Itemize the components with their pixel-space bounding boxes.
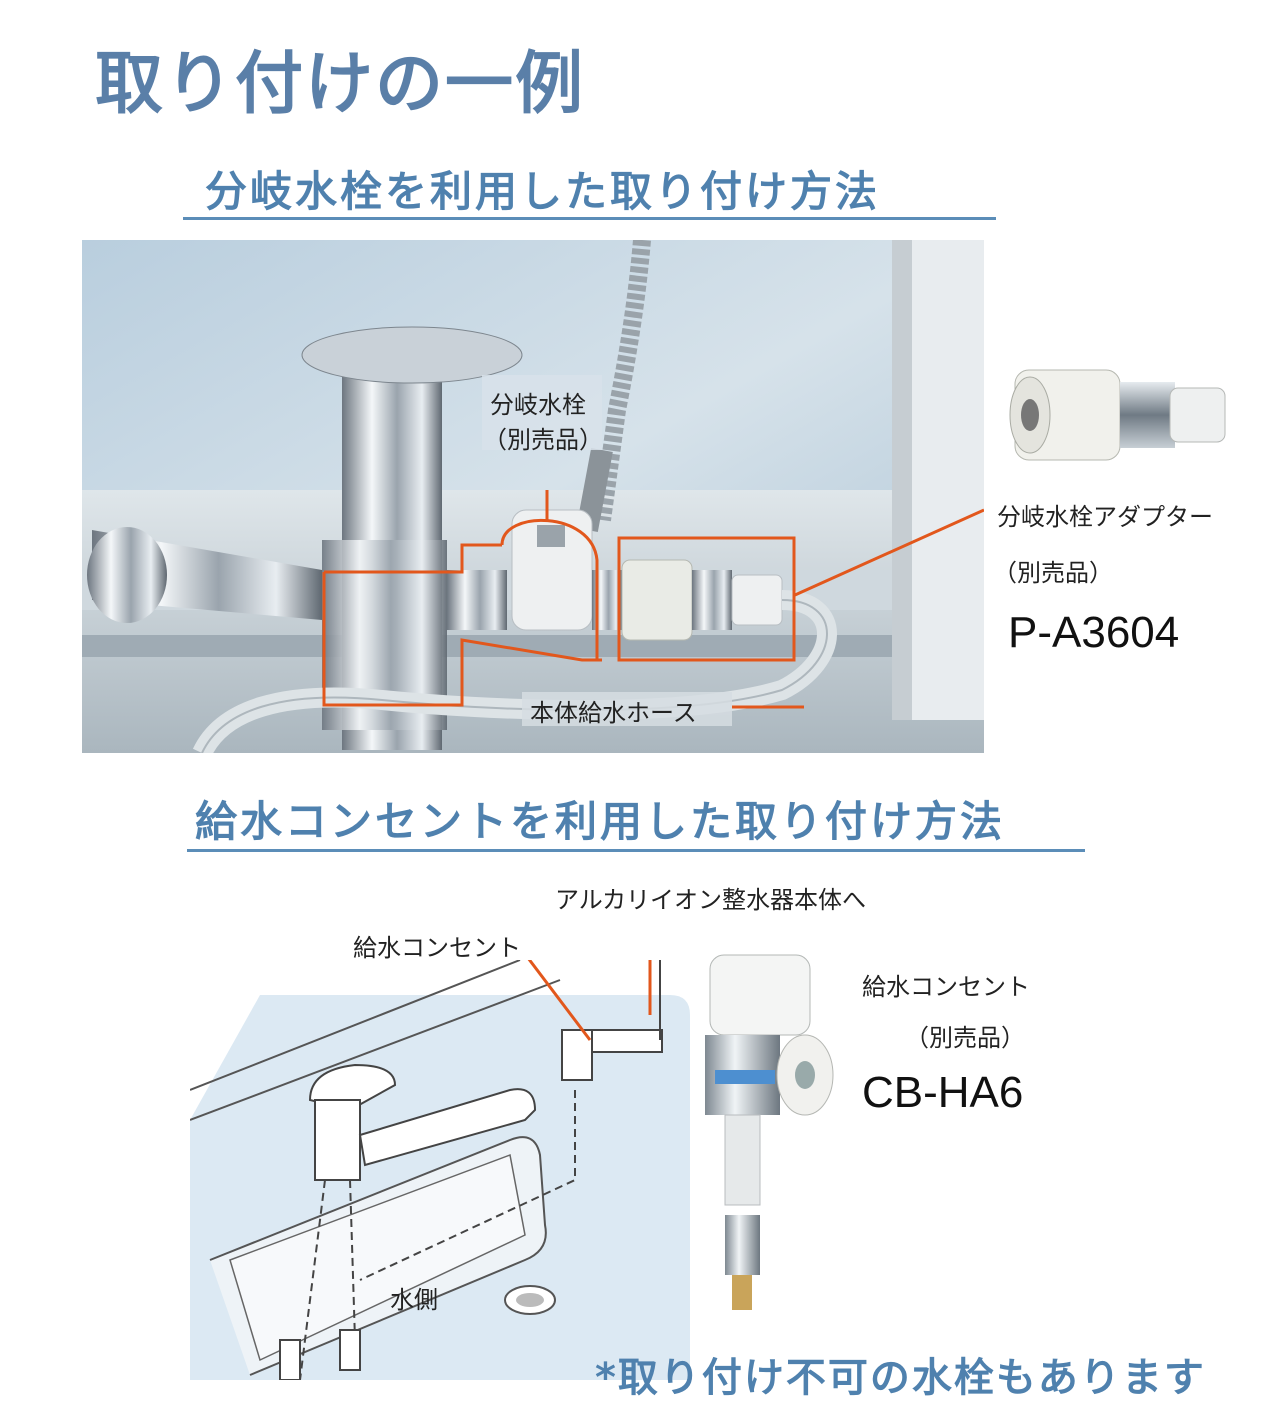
adapter-photo	[1009, 369, 1226, 461]
to-unit-label: アルカリイオン整水器本体へ	[555, 886, 867, 914]
outlet-product-photo	[705, 954, 834, 1310]
page-title: 取り付けの一例	[95, 45, 586, 124]
outlet-product-sub-label: （別売品）	[905, 1024, 1025, 1052]
section1-heading: 分岐水栓を利用した取り付け方法	[205, 167, 881, 216]
outlet-product-label: 給水コンセント	[862, 973, 1030, 1001]
outlet-callout-label: 給水コンセント	[353, 934, 521, 962]
outlet-product-model: CB-HA6	[862, 1068, 1024, 1117]
section1-rule	[183, 217, 996, 220]
adapter-label: 分岐水栓アダプター	[997, 503, 1213, 531]
branch-valve-label: 分岐水栓	[490, 391, 586, 419]
compatibility-note: *取り付け不可の水栓もあります	[595, 1355, 1206, 1401]
adapter-sub-label: （別売品）	[993, 559, 1113, 587]
branch-valve-sub-label: （別売品）	[483, 426, 603, 454]
water-side-label: 水側	[390, 1286, 438, 1314]
section2-rule	[187, 849, 1085, 852]
sink-illustration	[190, 960, 690, 1380]
adapter-model: P-A3604	[1008, 608, 1180, 657]
branch-faucet-photo	[82, 240, 984, 753]
supply-hose-label: 本体給水ホース	[530, 699, 697, 727]
section2-heading: 給水コンセントを利用した取り付け方法	[195, 797, 1006, 846]
